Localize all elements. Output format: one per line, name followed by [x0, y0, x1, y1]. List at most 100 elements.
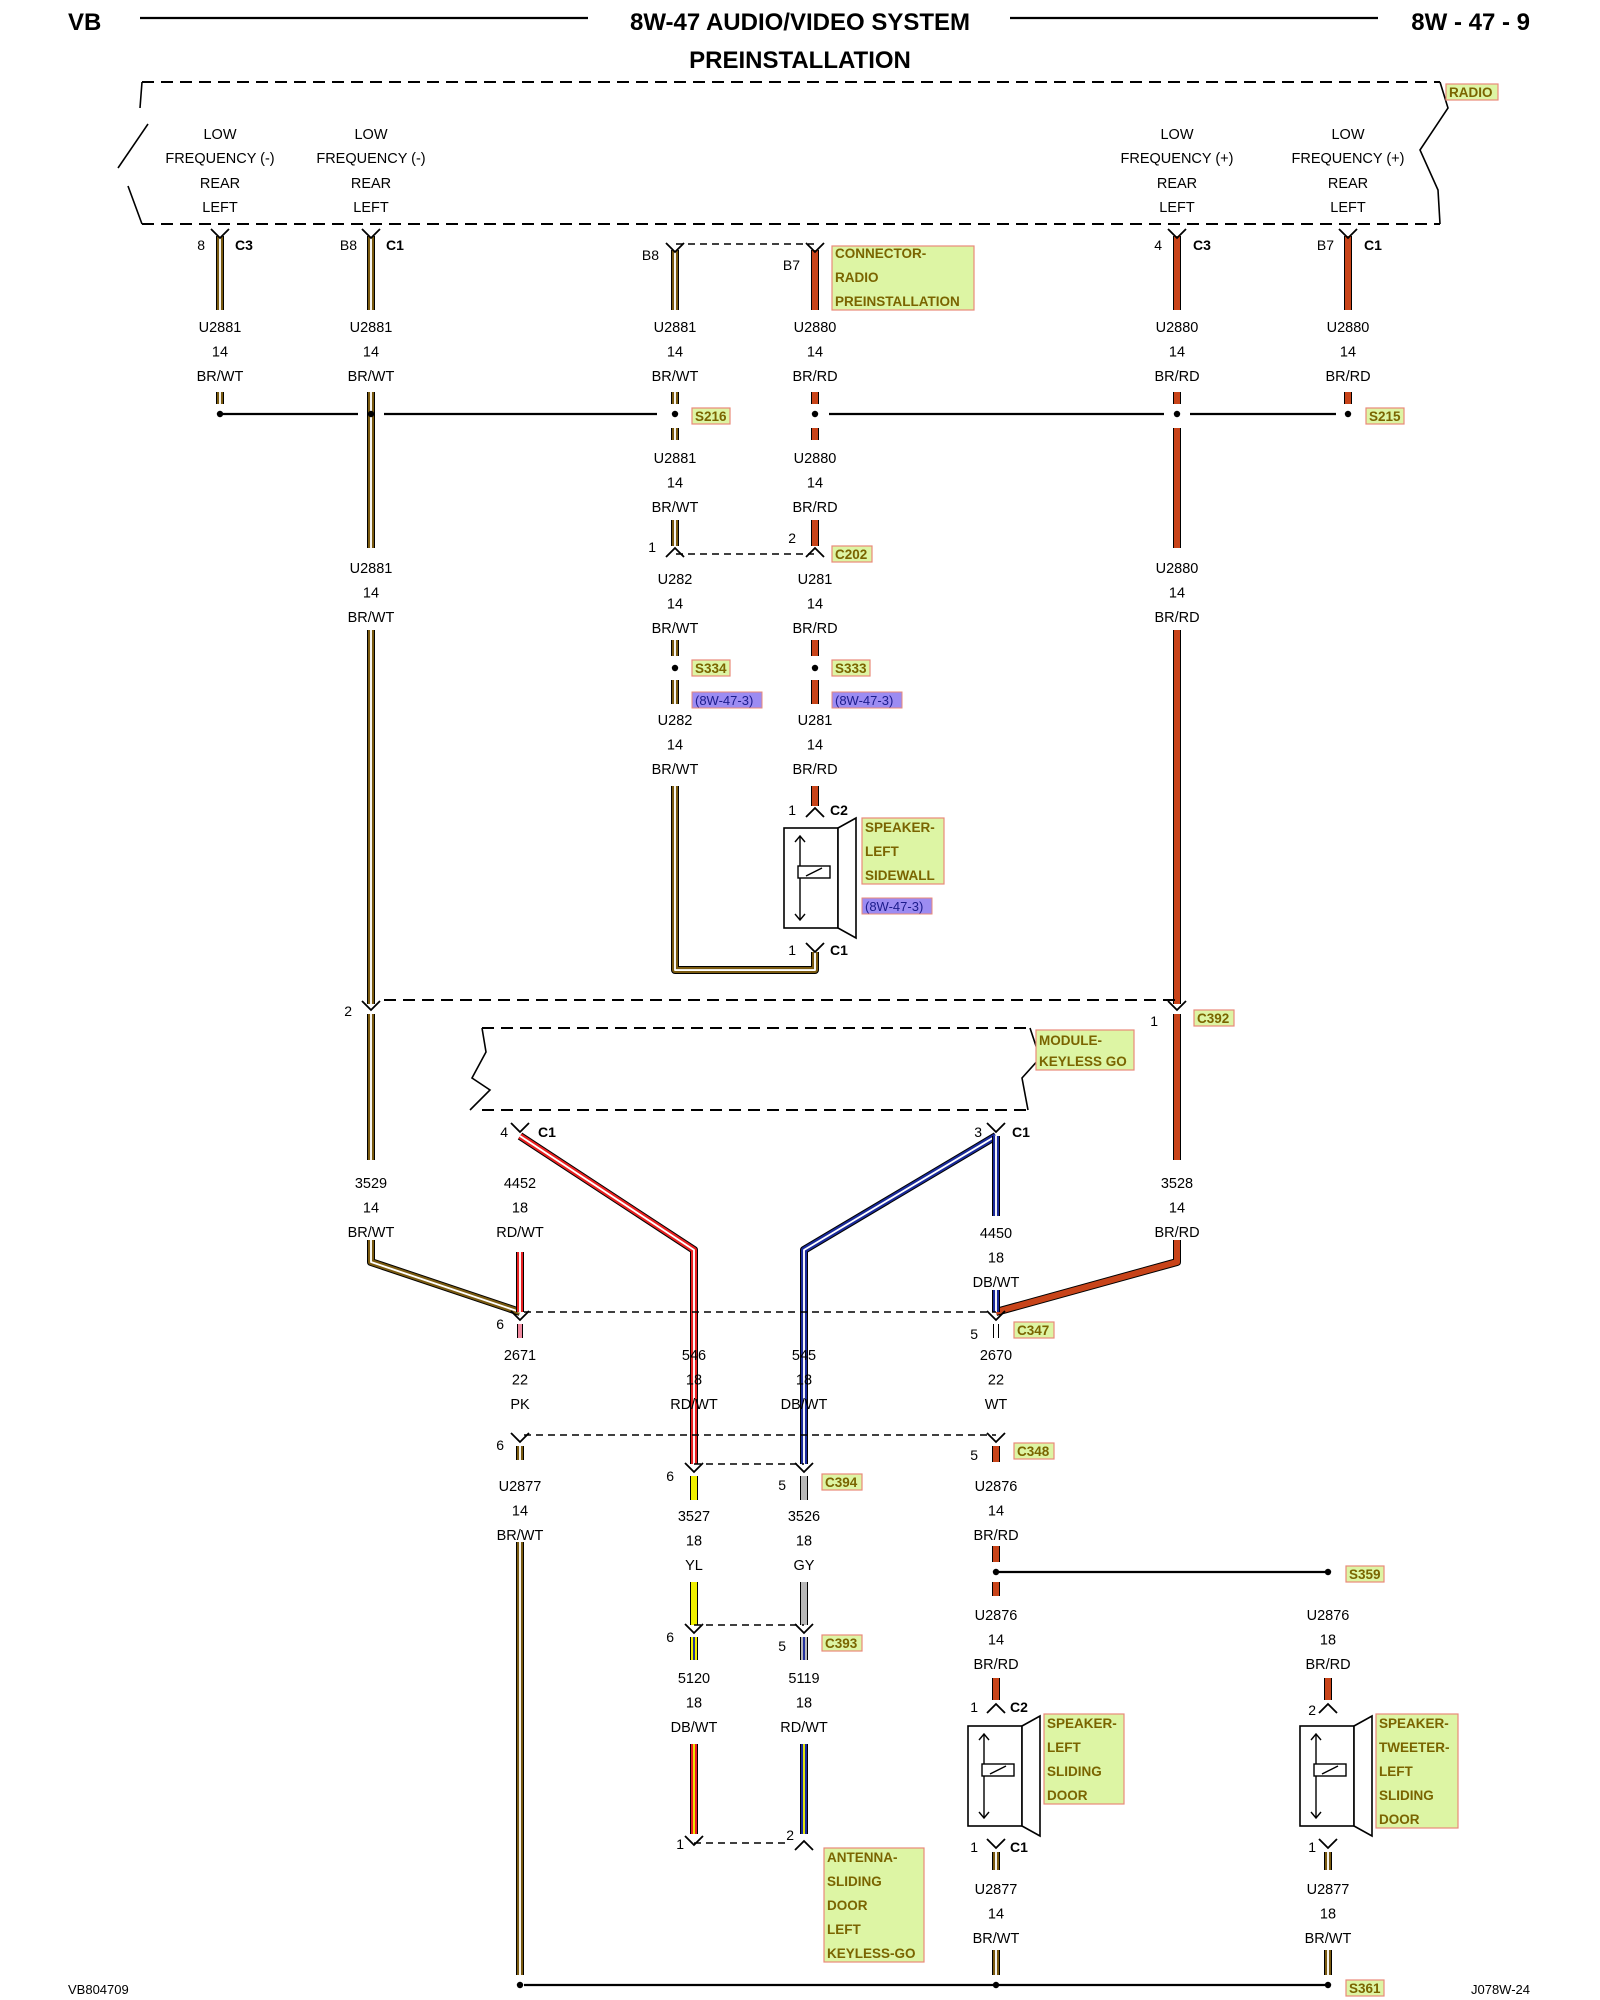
svg-text:LOW: LOW — [1160, 127, 1193, 143]
wire-label-line: 18 — [686, 1696, 702, 1712]
page-subtitle: PREINSTALLATION — [689, 47, 911, 74]
pin-label: 1 — [788, 942, 796, 958]
pin-label: 2 — [788, 530, 796, 546]
wire-label-line: 14 — [988, 1907, 1004, 1923]
radio-pin-label-neg-1: LOW FREQUENCY (-) REAR LEFT — [165, 127, 274, 216]
connector-chevron-icon — [510, 1122, 530, 1134]
connector-chevron-icon — [986, 1702, 1006, 1714]
wire-label-line: 14 — [988, 1633, 1004, 1649]
wire-layer — [210, 228, 1358, 1989]
connector-radio-preinstallation-tag: CONNECTOR- RADIO PREINSTALLATION — [831, 245, 975, 311]
connector-chevron-icon — [684, 1623, 704, 1635]
wire-label-line: 14 — [363, 586, 379, 602]
svg-text:C393: C393 — [825, 1636, 858, 1651]
wire-label-line: BR/RD — [1305, 1657, 1350, 1673]
connector-chevron-icon — [510, 1310, 530, 1322]
pin-label: 5 — [778, 1638, 786, 1654]
wire-label-line: U2880 — [794, 451, 837, 467]
wire-545 — [800, 1132, 999, 1418]
header-left: VB — [68, 9, 101, 36]
ref-8w-47-3-b[interactable]: (8W-47-3) — [831, 691, 903, 709]
wire-label-line: 546 — [682, 1348, 706, 1364]
pin-label: 2 — [786, 1827, 794, 1843]
pin-label: 2 — [1308, 1702, 1316, 1718]
page-title: 8W-47 AUDIO/VIDEO SYSTEM — [630, 9, 970, 36]
pin-label: 4 — [1154, 237, 1162, 253]
pin-label: 1 — [970, 1699, 978, 1715]
speaker-left-sliding-door: SPEAKER- LEFT SLIDING DOOR — [967, 1713, 1125, 1838]
svg-text:LEFT: LEFT — [202, 200, 238, 216]
wire-label-line: 5120 — [678, 1671, 710, 1687]
wire-label-line: 2670 — [980, 1348, 1012, 1364]
svg-text:SPEAKER-: SPEAKER- — [865, 820, 935, 835]
pin-label: B7 — [783, 257, 800, 273]
connector-tag-c392: C392 — [1193, 1009, 1235, 1027]
svg-text:SPEAKER-: SPEAKER- — [1047, 1716, 1117, 1731]
pin-label: 1 — [788, 802, 796, 818]
wire-label-line: U281 — [798, 572, 833, 588]
splice-dot — [811, 410, 819, 418]
wire-label-line: YL — [685, 1558, 703, 1574]
wire-label-line: 18 — [796, 1696, 812, 1712]
svg-text:S334: S334 — [695, 661, 727, 676]
conn-c1-door: C1 — [1010, 1839, 1028, 1855]
wire-label-line: 22 — [988, 1373, 1004, 1389]
svg-text:LEFT: LEFT — [353, 200, 389, 216]
wire-label-line: U2877 — [1307, 1882, 1350, 1898]
connector-chevron-icon — [794, 1462, 814, 1474]
wire-label-line: U2877 — [975, 1882, 1018, 1898]
svg-text:S359: S359 — [1349, 1567, 1381, 1582]
svg-text:C394: C394 — [825, 1475, 858, 1490]
connector-tag-c347: C347 — [1013, 1321, 1055, 1339]
svg-text:SPEAKER-: SPEAKER- — [1379, 1716, 1449, 1731]
antenna-sliding-door-left-keyless-go: ANTENNA- SLIDING DOOR LEFT KEYLESS-GO — [823, 1847, 925, 1963]
conn-c1-kg-right: C1 — [1012, 1124, 1030, 1140]
wire-label-line: 14 — [807, 476, 823, 492]
wire-label-line: 545 — [792, 1348, 816, 1364]
svg-text:S216: S216 — [695, 409, 727, 424]
wire-label-line: BR/RD — [1154, 1225, 1199, 1241]
ref-8w-47-3-a[interactable]: (8W-47-3) — [691, 691, 763, 709]
connector-chevron-icon — [1318, 1702, 1338, 1714]
connector-tag-c393: C393 — [821, 1634, 863, 1652]
connector-chevron-icon — [1167, 228, 1187, 240]
conn-c1-kg-left: C1 — [538, 1124, 556, 1140]
svg-text:LEFT: LEFT — [1379, 1764, 1413, 1779]
ref-8w-47-3-c[interactable]: (8W-47-3) — [861, 897, 933, 915]
svg-text:FREQUENCY (-): FREQUENCY (-) — [165, 151, 274, 167]
wire-label-line: 22 — [512, 1373, 528, 1389]
radio-pin-label-pos-2: LOW FREQUENCY (+) REAR LEFT — [1292, 127, 1405, 216]
svg-text:C392: C392 — [1197, 1011, 1229, 1026]
wire-label-line: U2881 — [350, 320, 393, 336]
svg-text:KEYLESS-GO: KEYLESS-GO — [827, 1946, 916, 1961]
wire-label-line: 18 — [686, 1534, 702, 1550]
splice-tag-s215: S215 — [1365, 407, 1405, 425]
wire-label-line: 18 — [988, 1251, 1004, 1267]
module-keyless-go: MODULE- KEYLESS GO — [469, 1027, 1135, 1111]
radio-component: RADIO — [117, 81, 1499, 225]
pin-label: 1 — [648, 539, 656, 555]
wire-label-line: U2877 — [499, 1479, 542, 1495]
wire-label-line: U2876 — [975, 1479, 1018, 1495]
wire-label-line: 14 — [363, 345, 379, 361]
pin-label: 1 — [970, 1839, 978, 1855]
wire-label-line: 14 — [807, 597, 823, 613]
radio-pin-label-neg-2: LOW FREQUENCY (-) REAR LEFT — [316, 127, 425, 216]
wire-label-line: 14 — [667, 345, 683, 361]
wire-label-line: BR/RD — [792, 762, 837, 778]
svg-text:FREQUENCY (-): FREQUENCY (-) — [316, 151, 425, 167]
pin-label: 6 — [496, 1316, 504, 1332]
svg-text:REAR: REAR — [351, 176, 391, 192]
wire-label-line: U282 — [658, 713, 693, 729]
connector-chevron-icon — [805, 942, 825, 954]
splice-dot — [811, 664, 819, 672]
svg-text:REAR: REAR — [1157, 176, 1197, 192]
connector-chevron-icon — [1167, 1000, 1187, 1012]
svg-text:LEFT: LEFT — [1159, 200, 1195, 216]
